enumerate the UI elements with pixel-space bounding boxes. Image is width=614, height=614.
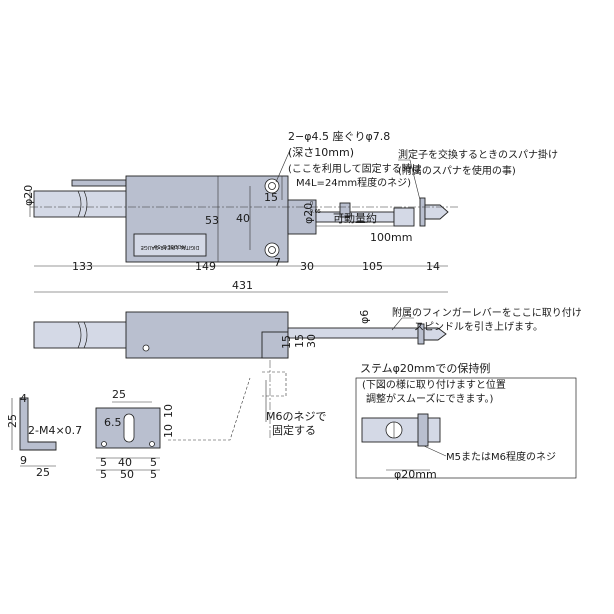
tol-upper: 0 [310,201,313,207]
stem-dia: φ20mm [394,468,437,481]
stem-clamp [417,413,429,447]
hole-spec-2: (深さ10mm) [288,146,354,159]
plate-dim-10b: 10 [162,424,175,438]
bracket-dim-25-width: 25 [36,466,50,479]
wrench-leader [398,159,421,201]
plate-line-2: MODEL D-50 [154,243,186,249]
stem-desc-1: (下図の様に取り付けますと位置 [362,378,506,391]
plate-hole-right [149,441,155,447]
finger-leader [391,317,414,331]
bracket-dim-9: 9 [20,454,27,467]
side-view: 附属のフィンガーレバーをここに取り付け スピンドルを引き上げます。 φ6 15 … [33,306,582,440]
plate: 25 6.5 10 10 5 40 5 5 50 5 [95,377,251,481]
stem-title: ステムφ20mmでの保持例 [360,361,490,375]
mount-note-1: (ここを利用して固定する時は [288,162,422,175]
side-nose [261,331,289,359]
contact-collar [419,197,426,227]
m6-note-2: 固定する [272,423,316,437]
wrench-flat [339,202,351,218]
plate-hole-left [101,441,107,447]
dim-105: 105 [362,260,383,273]
stem-screw-leader [423,445,447,457]
plate-dim-40: 40 [118,456,132,469]
side-break-mark [77,321,88,349]
plate-dim-6-5: 6.5 [104,416,122,429]
plate-dim-5b: 5 [150,456,157,469]
plate-dim-5c: 5 [100,468,107,481]
dim-7: 7 [274,256,281,269]
hole-leader [275,149,291,183]
m6-dashed [262,371,287,397]
contact-point [424,204,449,220]
side-contact-point [423,327,447,341]
dim-dia20: φ20 [22,185,35,206]
cable-clamp [71,179,127,187]
stem-nose [287,199,317,235]
dim-53: 53 [205,214,219,227]
bracket-shape [19,397,57,451]
plate-dim-10a: 10 [162,404,175,418]
plate-slot [123,413,135,443]
stem-frame [355,377,577,479]
plate-dim-5d: 5 [150,468,157,481]
spindle-tip [393,207,415,227]
dim-149: 149 [195,260,216,273]
top-view: DIGITAL LINEAR GAUGE MODEL D-50 2−φ4.5 座… [22,129,558,293]
finger-note-2: スピンドルを引き上げます。 [414,321,543,333]
finger-note-1: 附属のフィンガーレバーをここに取り付け [392,306,582,319]
dim-30: 30 [300,260,314,273]
side-cable [33,321,135,349]
m6-note-1: M6のネジで [266,410,327,423]
tol-lower: -0.05 [308,209,321,215]
dim-14: 14 [426,260,440,273]
dim-133: 133 [72,260,93,273]
side-body [125,311,289,359]
bracket-dim-25-height: 25 [6,414,19,428]
stem-desc-2: 調整がスムーズにできます。) [366,392,493,405]
stroke-label: 可動量約 [333,211,377,225]
wrench-note-2: (附属のスパナを使用の事) [398,164,516,177]
stem-screw-note: M5またはM6程度のネジ [446,450,556,463]
cable [33,190,135,218]
hole-spec-1: 2−φ4.5 座ぐりφ7.8 [288,129,390,143]
gauge-body [125,175,289,263]
mount-hole-top-inner [268,182,276,190]
bracket-thread: 2-M4×0.7 [28,424,82,437]
stem-example: ステムφ20mmでの保持例 (下図の様に取り付けますと位置 調整がスムーズにでき… [355,361,577,481]
dim-15: 15 [264,191,278,204]
plate-dim-50: 50 [120,468,134,481]
bracket-dim-4: 4 [20,392,27,405]
wrench-note-1: 測定子を交換するときのスパナ掛け [398,148,558,161]
dim-dia20-tol: φ20 [302,203,315,224]
break-mark [77,190,88,218]
dim-40: 40 [236,212,250,225]
plate-line-1: DIGITAL LINEAR GAUGE [141,244,200,250]
dim-431: 431 [232,279,253,292]
dim-dia6: φ6 [358,310,371,324]
mount-note-2: M4L=24mm程度のネジ) [296,176,411,189]
plate-dim-5a: 5 [100,456,107,469]
dim-15b: 15 [293,334,306,348]
stroke-value: 100mm [370,231,412,244]
plate-dim-25: 25 [112,388,126,401]
dim-30-side: 30 [305,334,318,348]
bracket: 4 2-M4×0.7 25 9 25 [6,392,82,479]
side-screw [142,344,150,352]
mount-hole-bottom-inner [268,246,276,254]
dim-15a: 15 [280,335,293,349]
plate-to-body-dashed [168,377,251,441]
name-plate [133,233,207,257]
